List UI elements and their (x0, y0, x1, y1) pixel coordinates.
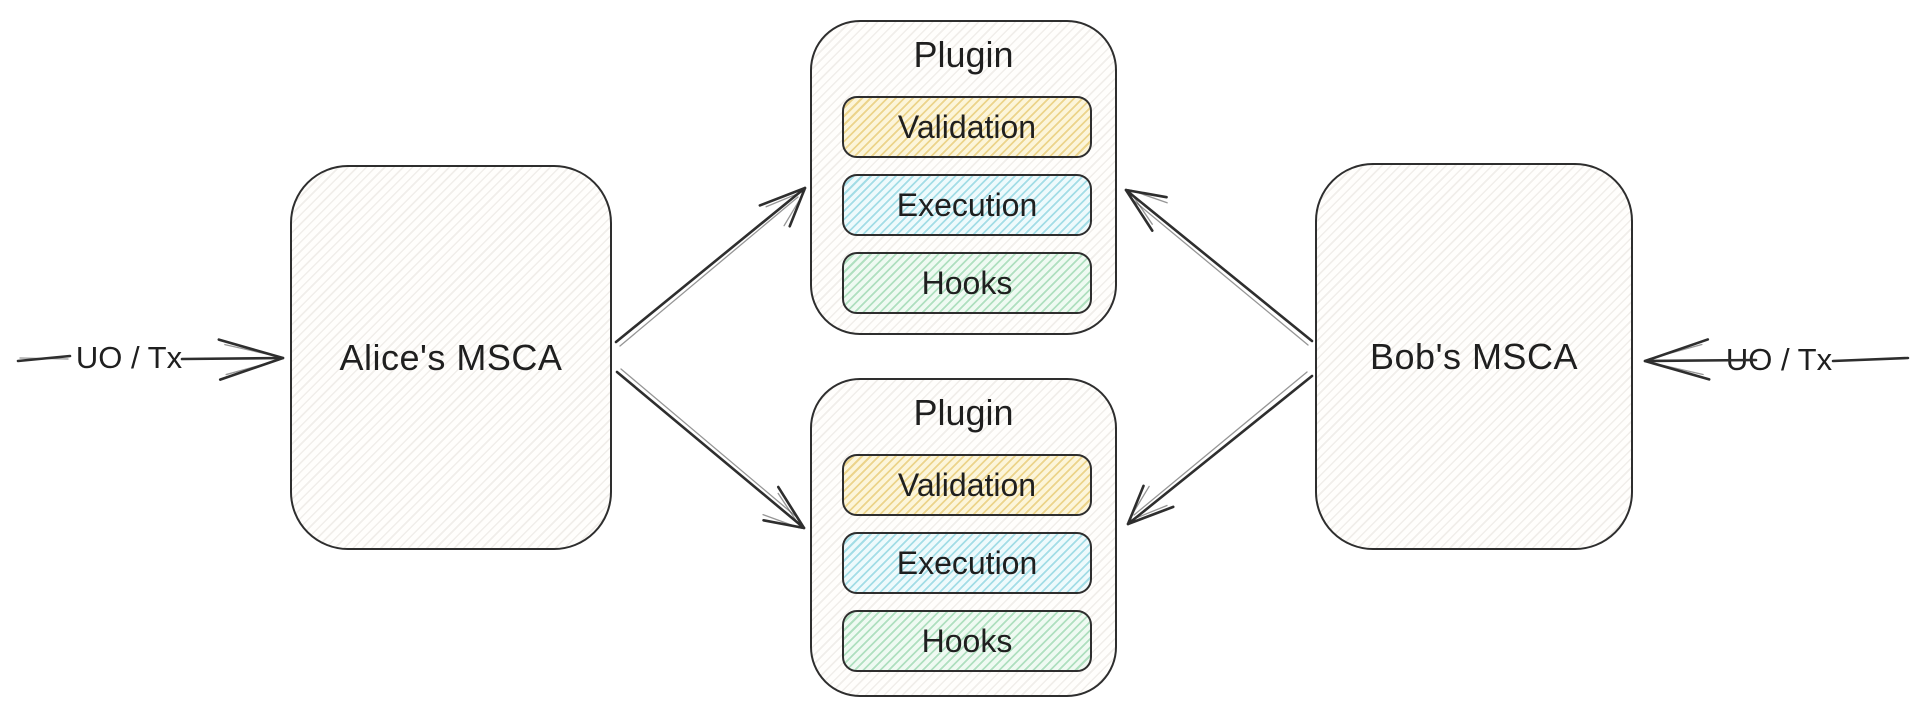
arrow-bob-to-plugin-bottom (1126, 374, 1314, 526)
plugin-bottom-execution-module: Execution (842, 532, 1092, 594)
hooks-label: Hooks (921, 622, 1013, 659)
plugin-top-hooks-module: Hooks (842, 252, 1092, 314)
arrow-alice-to-plugin-bottom-sketch (620, 368, 800, 520)
plugin-top-title: Plugin (913, 34, 1014, 75)
flow-label-left: UO / Tx (75, 340, 183, 375)
arrow-bob-to-plugin-top (1124, 188, 1314, 343)
plugin-box-top: Plugin Validation Execution Hooks (810, 20, 1117, 335)
hooks-label: Hooks (921, 264, 1013, 301)
arrow-alice-to-plugin-top (614, 186, 807, 344)
alice-msca-box: Alice's MSCA (290, 165, 612, 550)
plugin-bottom-hooks-module: Hooks (842, 610, 1092, 672)
arrow-bob-to-plugin-bottom-sketch (1133, 371, 1308, 516)
plugin-box-bottom: Plugin Validation Execution Hooks (810, 378, 1117, 697)
plugin-bottom-title: Plugin (913, 392, 1014, 433)
alice-msca-label: Alice's MSCA (339, 336, 563, 378)
arrow-alice-to-plugin-top-sketch (619, 196, 799, 347)
bob-msca-label: Bob's MSCA (1370, 335, 1578, 377)
validation-label: Validation (897, 108, 1037, 145)
plugin-top-execution-module: Execution (842, 174, 1092, 236)
arrow-bob-to-plugin-top-sketch (1132, 199, 1309, 346)
arrow-alice-to-plugin-bottom (615, 370, 806, 530)
bob-msca-box: Bob's MSCA (1315, 163, 1633, 550)
flow-label-right: UO / Tx (1725, 342, 1833, 377)
execution-label: Execution (896, 186, 1038, 223)
validation-label: Validation (897, 466, 1037, 503)
plugin-bottom-validation-module: Validation (842, 454, 1092, 516)
plugin-top-validation-module: Validation (842, 96, 1092, 158)
execution-label: Execution (896, 544, 1038, 581)
